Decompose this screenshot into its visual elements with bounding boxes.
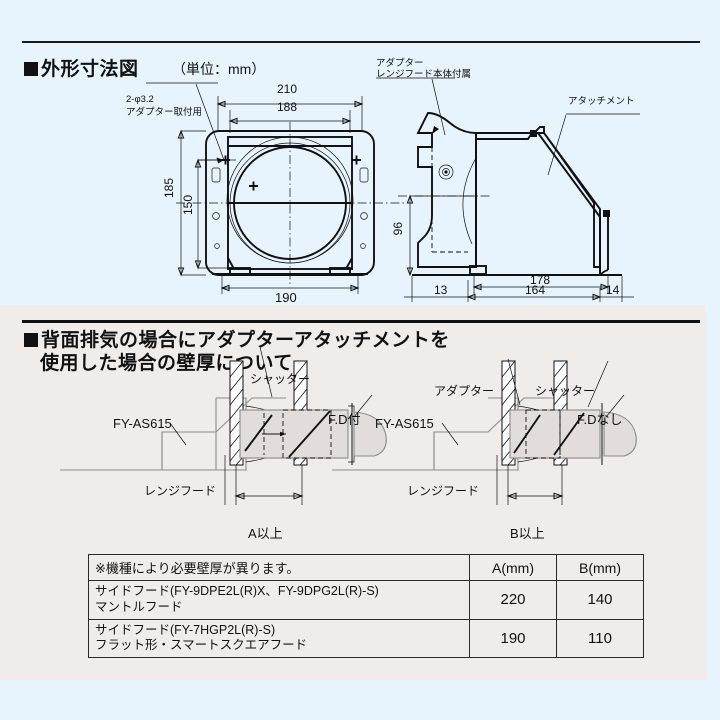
model-line2: マントルフード	[95, 599, 183, 614]
right-adapter-label: アダプター	[434, 384, 495, 398]
table-value-a: 190	[469, 618, 557, 658]
table-value-b: 110	[556, 618, 644, 658]
section2-title-line2: 使用した場合の壁厚について	[40, 353, 293, 375]
section1-heading: 外形寸法図	[24, 54, 139, 81]
unit-note: （単位：mm）	[172, 61, 266, 77]
left-shutter-label: シャッター	[250, 372, 311, 386]
dim-14: 14	[606, 283, 620, 297]
section2-title-line1: 背面排気の場合にアダプターアタッチメントを	[41, 330, 450, 351]
left-dim-label: A以上	[248, 526, 283, 541]
table-value-a: 220	[469, 580, 557, 620]
table-model-cell: サイドフード(FY-7HGP2L(R)-S) フラット形・スマートスクエアフード	[88, 618, 470, 658]
table-value-b: 140	[556, 580, 644, 620]
right-hood-label: レンジフード	[407, 484, 480, 498]
wall-thickness-table: ※機種により必要壁厚が異ります。 A(mm) B(mm) サイドフード(FY-9…	[88, 554, 644, 658]
section-divider-top	[22, 41, 700, 43]
left-hood-label: レンジフード	[144, 484, 217, 498]
bullet-square-icon	[24, 62, 38, 76]
model-line2: フラット形・スマートスクエアフード	[95, 638, 308, 653]
dim-190: 190	[275, 290, 297, 305]
model-line1: サイドフード(FY-9DPE2L(R)X、FY-9DPG2L(R)-S)	[95, 584, 379, 598]
table-row: サイドフード(FY-7HGP2L(R)-S) フラット形・スマートスクエアフード…	[88, 618, 644, 658]
section2-heading: 背面排気の場合にアダプターアタッチメントを 使用した場合の壁厚について	[24, 329, 450, 375]
table-model-cell: サイドフード(FY-9DPE2L(R)X、FY-9DPG2L(R)-S) マント…	[88, 580, 470, 620]
model-line1: サイドフード(FY-7HGP2L(R)-S)	[95, 622, 276, 637]
right-fd-label: F.Dなし	[577, 412, 623, 427]
wall-diagram-right	[332, 358, 637, 505]
right-shutter-label: シャッター	[535, 384, 596, 398]
adapter-note-line2: レンジフード本体付属	[376, 69, 472, 80]
bullet-square-icon-2	[24, 333, 38, 347]
adapter-note-line1: アダプター	[376, 58, 424, 69]
table-col-b-header: B(mm)	[556, 554, 644, 581]
table-col-a-header: A(mm)	[469, 554, 557, 581]
hole-note-line1: 2-φ3.2	[126, 94, 154, 105]
section1-title-text: 外形寸法図	[41, 59, 139, 80]
wall-diagram-left	[60, 346, 387, 505]
section-divider-mid	[22, 320, 700, 323]
dim-178: 178	[530, 273, 551, 287]
front-view-drawing	[146, 77, 640, 302]
table-header-row: ※機種により必要壁厚が異ります。 A(mm) B(mm)	[88, 554, 644, 581]
left-fd-label: F.D付	[328, 412, 361, 427]
dim-96: 96	[391, 222, 405, 236]
right-dim-label: B以上	[510, 526, 545, 541]
dim-150: 150	[181, 195, 195, 216]
dim-13: 13	[434, 283, 448, 297]
hole-note-line2: アダプター取付用	[126, 107, 203, 118]
left-model-label: FY-AS615	[113, 416, 172, 431]
dim-210: 210	[277, 82, 298, 96]
section-outline-dimensions: 外形寸法図 （単位：mm）	[0, 0, 720, 305]
table-row: サイドフード(FY-9DPE2L(R)X、FY-9DPG2L(R)-S) マント…	[88, 580, 644, 620]
attachment-label: アタッチメント	[568, 96, 635, 107]
table-note-cell: ※機種により必要壁厚が異ります。	[88, 554, 470, 581]
dim-164: 164	[525, 283, 546, 297]
dim-188: 188	[277, 100, 298, 114]
dim-185: 185	[162, 178, 176, 199]
right-model-label: FY-AS615	[375, 416, 434, 431]
